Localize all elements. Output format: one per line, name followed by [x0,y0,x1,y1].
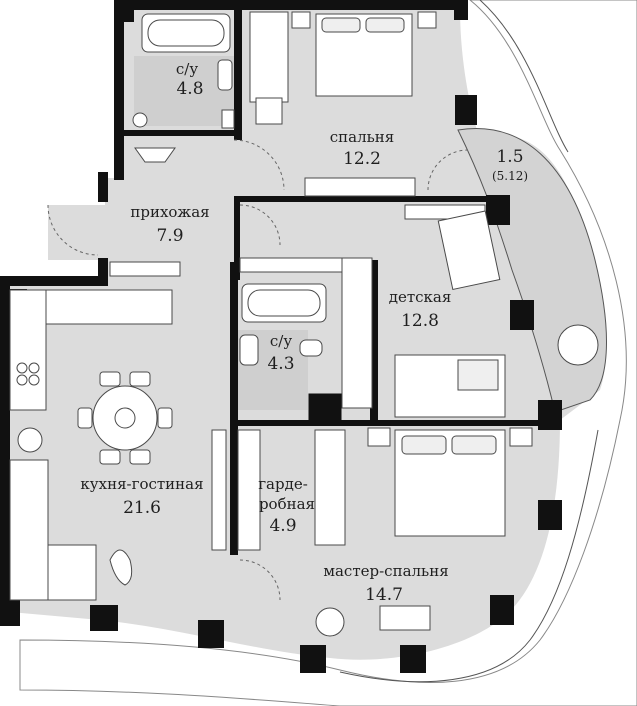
room-name-wardrobe-2: робная [259,495,315,513]
room-area-balcony: (5.12) [492,169,528,183]
stove-icon [9,289,47,411]
room-area-kitchen: 21.6 [123,498,161,518]
tv-stand [211,429,227,551]
bathroom-2 [238,283,327,410]
toilet-icon [299,339,323,357]
bedroom [249,11,437,197]
label-bath2: с/у 4.3 [267,332,294,374]
room-area-kids: 12.8 [401,311,439,331]
label-balcony: 1.5 (5.12) [492,147,528,183]
hall [109,147,181,277]
desk-icon [404,204,501,291]
room-name-bath2: с/у [270,332,292,350]
room-name-balcony: 1.5 [496,147,523,167]
label-kitchen: кухня-гостиная 21.6 [80,475,203,518]
room-area-bath2: 4.3 [267,354,294,374]
master-bedroom [315,427,533,637]
room-name-kids: детская [389,288,452,306]
room-area-master: 14.7 [365,585,403,605]
room-name-kitchen: кухня-гостиная [80,475,203,493]
room-name-bedroom: спальня [330,128,395,146]
room-name-bath1: с/у [176,60,198,78]
armchair-icon [557,324,599,366]
sink-icon [217,59,233,91]
washing-machine-icon [221,109,235,129]
room-name-hall: прихожая [130,203,209,221]
label-hall: прихожая 7.9 [130,203,209,246]
facade-band [19,0,637,706]
dresser [304,177,416,197]
kitchen-living [9,289,227,601]
armchair-icon [109,261,181,277]
room-area-bath1: 4.8 [176,79,203,99]
walk-in-wardrobe [237,429,346,551]
double-bed-icon [291,11,437,97]
toilet-icon [132,112,148,128]
sofa-icon [9,459,97,601]
double-bed-icon [367,427,533,537]
double-bed-icon [394,354,506,418]
label-kids: детская 12.8 [389,288,452,331]
room-area-wardrobe: 4.9 [269,516,296,536]
wardrobe-hangers-icon [249,11,289,125]
kitchen-counter [45,289,173,325]
dresser [379,605,431,631]
room-area-hall: 7.9 [156,226,183,246]
bathroom-1 [132,13,235,129]
room-area-bedroom: 12.2 [343,149,381,169]
dining-table-icon [77,371,173,465]
doors [47,139,469,601]
room-name-master: мастер-спальня [323,562,448,580]
sink-icon [134,147,176,163]
label-bedroom: спальня 12.2 [330,128,395,169]
wardrobe-hangers-icon [239,257,373,409]
label-master: мастер-спальня 14.7 [323,562,448,605]
sink-icon [239,334,259,366]
bathtub-icon [241,283,327,323]
plant-icon [17,427,43,453]
plant-icon [315,607,345,637]
dog-icon [109,549,133,586]
label-bath1: с/у 4.8 [176,60,204,99]
label-wardrobe: гарде- робная 4.9 [258,475,315,536]
room-name-wardrobe-1: гарде- [258,475,308,493]
kids-room [239,204,599,418]
bathtub-icon [141,13,231,53]
